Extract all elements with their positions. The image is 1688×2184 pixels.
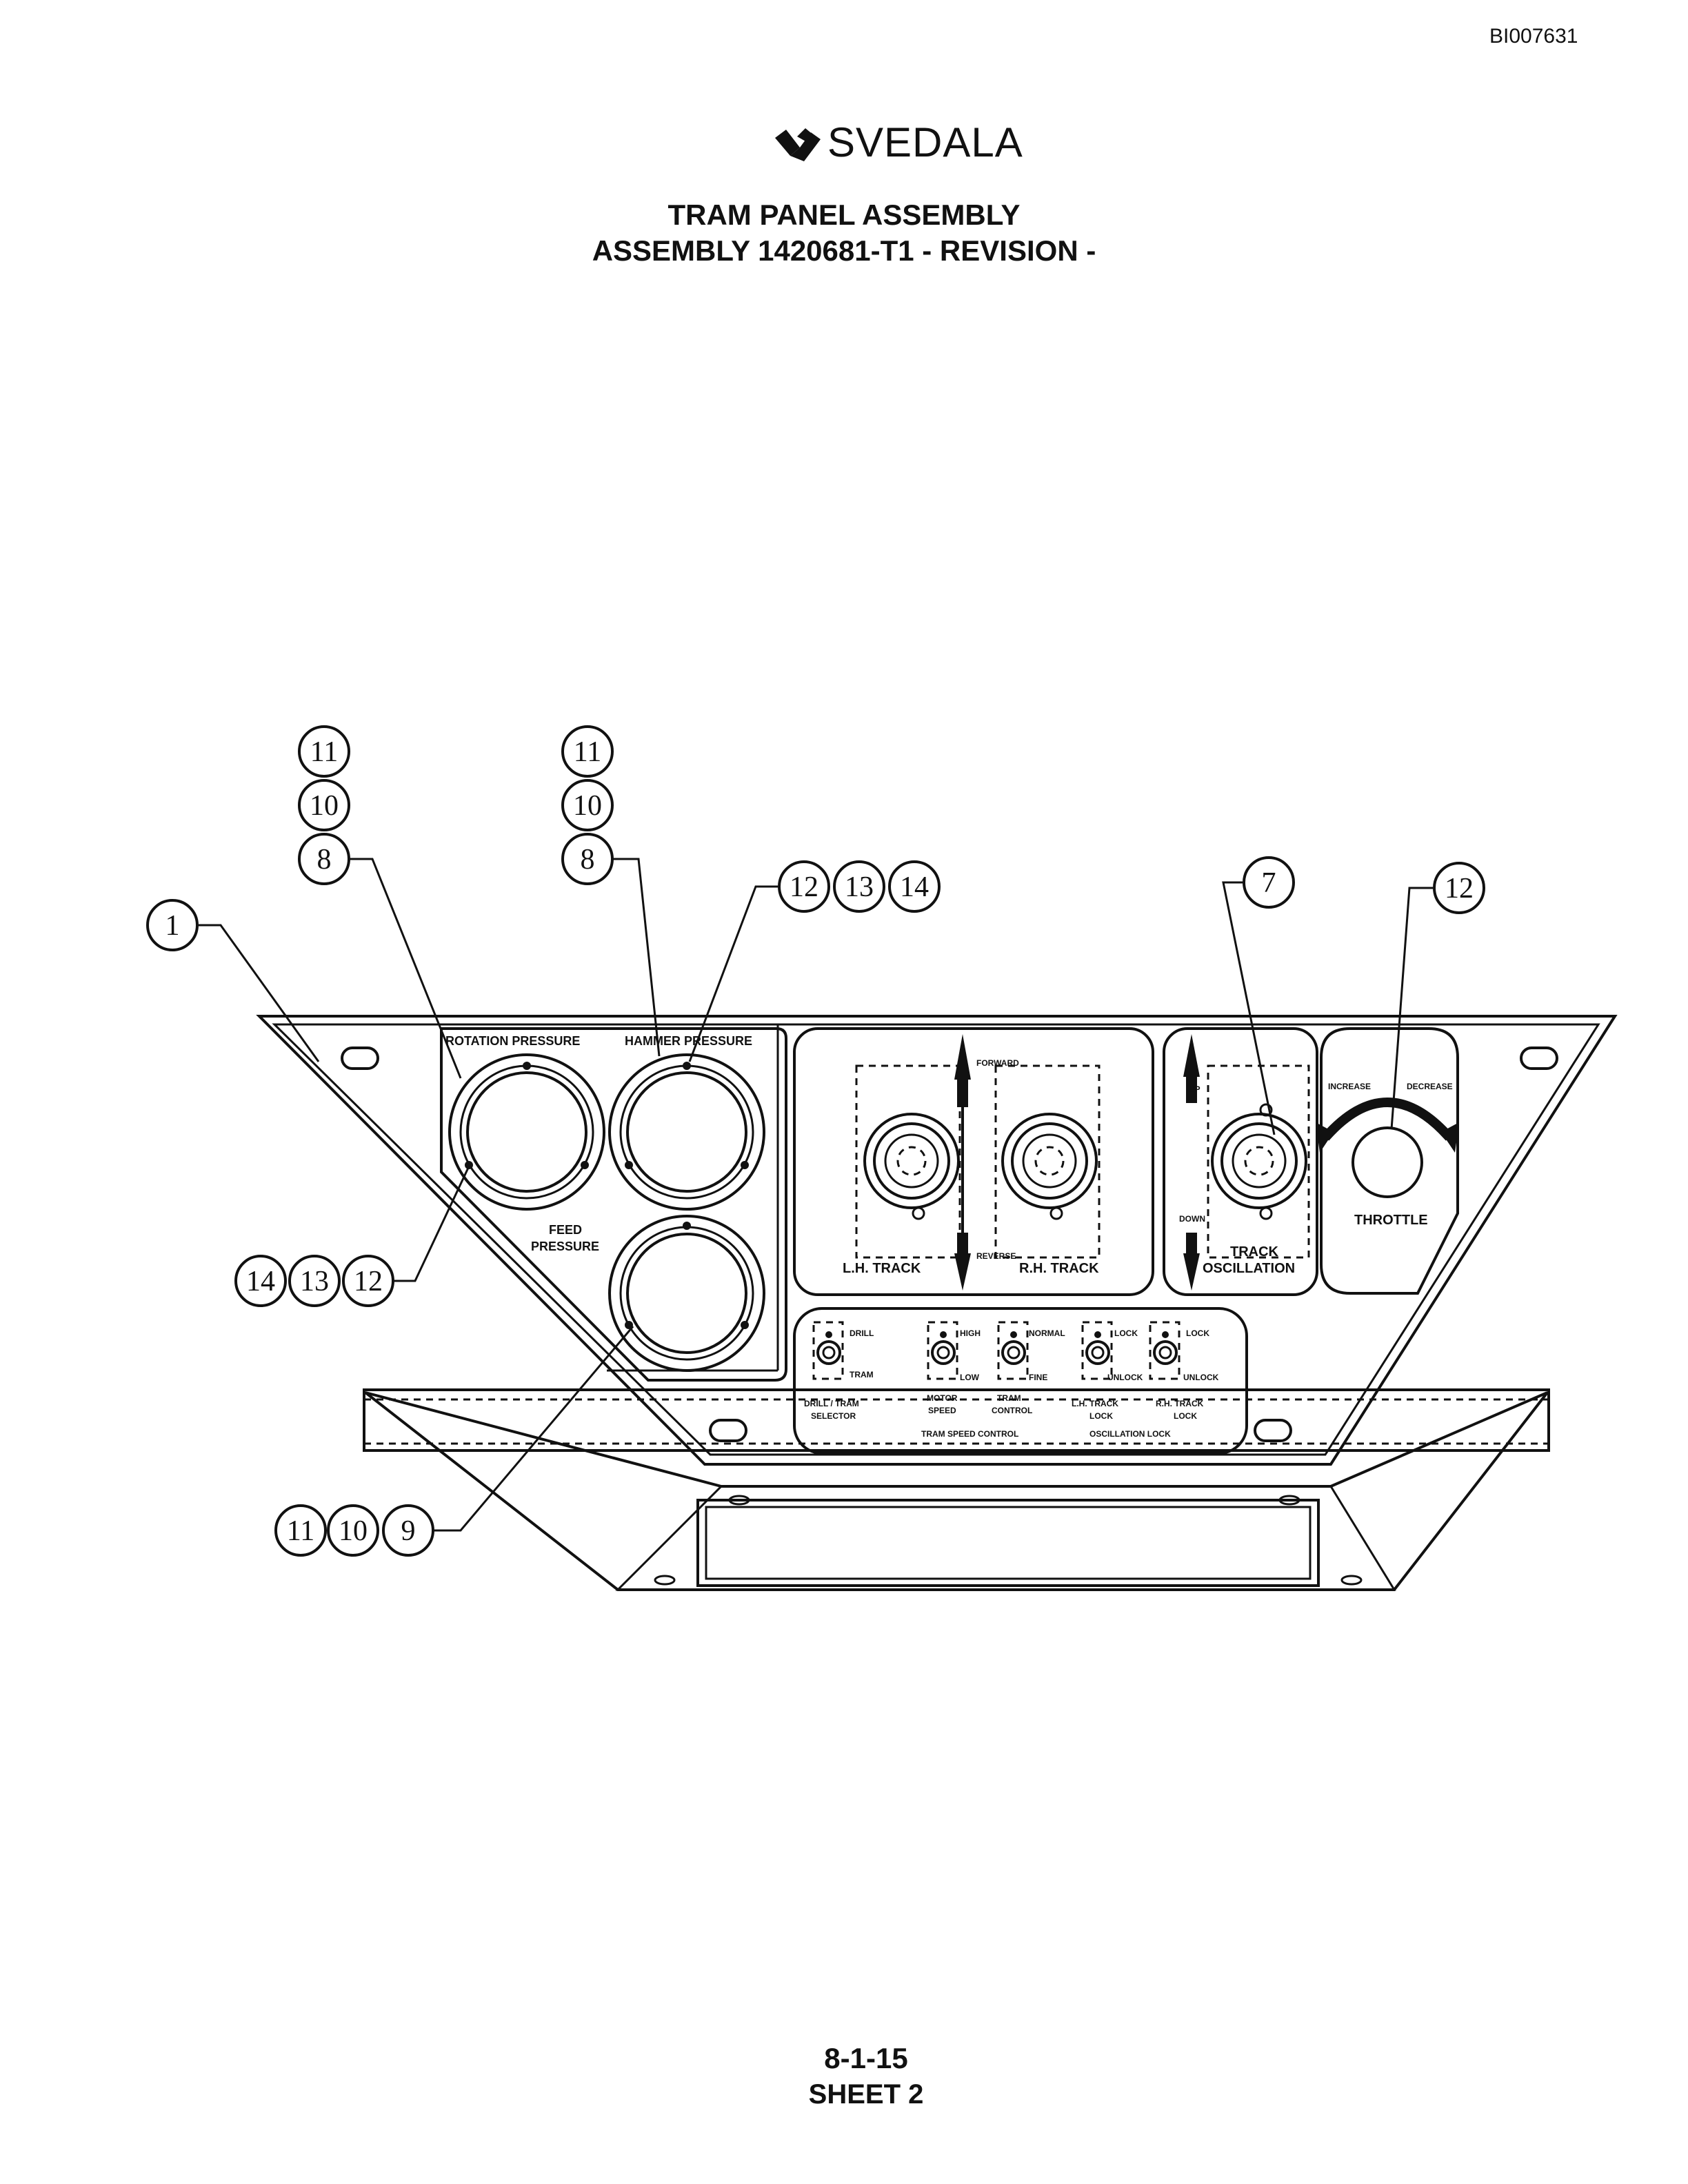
title-line-1: TRAM PANEL ASSEMBLY	[667, 199, 1021, 231]
lh-track-lock-label-2: LOCK	[1089, 1411, 1113, 1421]
rh-track-lock-label-1: R.H. TRACK	[1156, 1399, 1204, 1408]
throttle-label: THROTTLE	[1354, 1213, 1428, 1228]
lh-lock-label: LOCK	[1114, 1328, 1138, 1338]
drill-tram-selector-label-1: DRILL / TRAM	[804, 1399, 859, 1408]
feed-pressure-gauge	[608, 1215, 765, 1372]
panel-outline	[256, 1015, 1618, 1466]
track-oscillation-label-2: OSCILLATION	[1203, 1261, 1295, 1276]
mounting-slots	[341, 1046, 1558, 1442]
callout-bubble: 8	[317, 844, 332, 876]
motor-speed-label-1: MOTOR	[927, 1393, 958, 1403]
callout-group-feed: 11 10 9	[274, 1504, 434, 1557]
drill-tram-selector-label-2: SELECTOR	[811, 1411, 856, 1421]
callout-bubble: 11	[574, 736, 601, 768]
callout-throttle: 12	[1433, 862, 1485, 914]
callout-bubble: 12	[1445, 873, 1474, 904]
oscillation-lock-label: OSCILLATION LOCK	[1089, 1429, 1171, 1439]
callout-bubble: 10	[310, 790, 339, 822]
callout-bubble: 9	[401, 1515, 416, 1547]
feed-pressure-label-1: FEED	[549, 1223, 582, 1237]
callout-bubble: 10	[339, 1515, 368, 1547]
lh-track-label: L.H. TRACK	[843, 1261, 921, 1276]
hammer-pressure-label: HAMMER PRESSURE	[625, 1034, 752, 1048]
tram-label: TRAM	[850, 1370, 874, 1379]
track-section: FORWARD REVERSE L.H. TRACK R.H. TRACK	[793, 1027, 1154, 1296]
rh-track-lock-switch[interactable]	[1149, 1321, 1180, 1380]
rh-lock-label: LOCK	[1186, 1328, 1209, 1338]
callout-group-rotation-hardware: 14 13 12	[234, 1255, 394, 1307]
callout-bubble: 13	[300, 1266, 329, 1297]
rotation-pressure-gauge	[448, 1053, 605, 1211]
lh-unlock-label: UNLOCK	[1107, 1373, 1143, 1382]
callout-bubble: 12	[354, 1266, 383, 1297]
drill-tram-selector-switch[interactable]	[812, 1321, 844, 1380]
feed-pressure-label-2: PRESSURE	[531, 1240, 599, 1253]
down-label: DOWN	[1179, 1214, 1205, 1224]
motor-speed-label-2: SPEED	[928, 1406, 956, 1415]
svedala-logo-mark	[775, 128, 821, 161]
rh-track-joystick[interactable]	[1001, 1113, 1098, 1220]
throttle-section: INCREASE DECREASE THROTTLE	[1316, 1027, 1459, 1295]
title-line-2: ASSEMBLY 1420681-T1 - REVISION -	[592, 234, 1096, 267]
callout-bubble: 14	[246, 1266, 275, 1297]
lh-track-joystick[interactable]	[863, 1113, 960, 1220]
callout-bubble: 11	[287, 1515, 314, 1547]
callout-bubble: 8	[581, 844, 595, 876]
callout-bubble: 7	[1262, 867, 1276, 899]
decrease-label: DECREASE	[1407, 1082, 1453, 1091]
page-number: 8-1-15	[824, 2042, 908, 2074]
low-label: LOW	[960, 1373, 980, 1382]
reverse-label: REVERSE	[976, 1251, 1016, 1261]
svedala-logo: SVEDALA	[772, 119, 1023, 167]
high-label: HIGH	[960, 1328, 981, 1338]
callout-bubble: 10	[573, 790, 602, 822]
lh-track-lock-label-1: L.H. TRACK	[1072, 1399, 1118, 1408]
callout-bubble: 13	[845, 871, 874, 903]
tram-control-switch[interactable]	[997, 1321, 1029, 1380]
rh-track-lock-label-2: LOCK	[1174, 1411, 1197, 1421]
callout-bubble: 14	[900, 871, 929, 903]
switch-section: DRILL TRAM HIGH LOW NORMAL FINE LOCK UNL…	[793, 1307, 1248, 1455]
callout-panel: 1	[146, 899, 199, 951]
drill-label: DRILL	[850, 1328, 874, 1338]
gauge-section: ROTATION PRESSURE HAMMER PRESSURE FEED P…	[440, 1027, 787, 1382]
leader-lines	[199, 858, 1433, 1532]
callout-bubble: 12	[790, 871, 818, 903]
rotation-pressure-label: ROTATION PRESSURE	[445, 1034, 580, 1048]
forward-label: FORWARD	[976, 1058, 1019, 1068]
callout-bubble: 1	[165, 910, 180, 942]
callout-group-hammer-hardware: 12 13 14	[778, 860, 941, 913]
track-oscillation-joystick[interactable]	[1211, 1103, 1307, 1220]
mounting-bracket	[363, 1388, 1550, 1591]
throttle-knob[interactable]	[1352, 1126, 1423, 1198]
track-oscillation-label-1: TRACK	[1230, 1244, 1279, 1260]
callout-group-rotation: 11 10 8	[298, 725, 350, 885]
hammer-pressure-gauge	[608, 1053, 765, 1211]
tram-control-label-2: CONTROL	[992, 1406, 1032, 1415]
sheet-number: SHEET 2	[808, 2079, 924, 2110]
normal-label: NORMAL	[1029, 1328, 1065, 1338]
motor-speed-switch[interactable]	[927, 1321, 958, 1380]
logo-text: SVEDALA	[827, 119, 1023, 165]
fine-label: FINE	[1029, 1373, 1047, 1382]
increase-label: INCREASE	[1328, 1082, 1371, 1091]
callout-oscillation-joystick: 7	[1243, 856, 1295, 909]
lh-track-lock-switch[interactable]	[1081, 1321, 1113, 1380]
rh-track-label: R.H. TRACK	[1019, 1261, 1099, 1276]
oscillation-section: UP DOWN TRACK OSCILLATION	[1163, 1027, 1318, 1296]
up-label: UP	[1189, 1084, 1200, 1094]
callout-bubble: 11	[310, 736, 338, 768]
tram-speed-control-label: TRAM SPEED CONTROL	[921, 1429, 1018, 1439]
rh-unlock-label: UNLOCK	[1183, 1373, 1219, 1382]
document-id: BI007631	[1489, 25, 1578, 48]
tram-control-label-1: TRAM	[997, 1393, 1021, 1403]
callout-group-hammer: 11 10 8	[561, 725, 614, 885]
